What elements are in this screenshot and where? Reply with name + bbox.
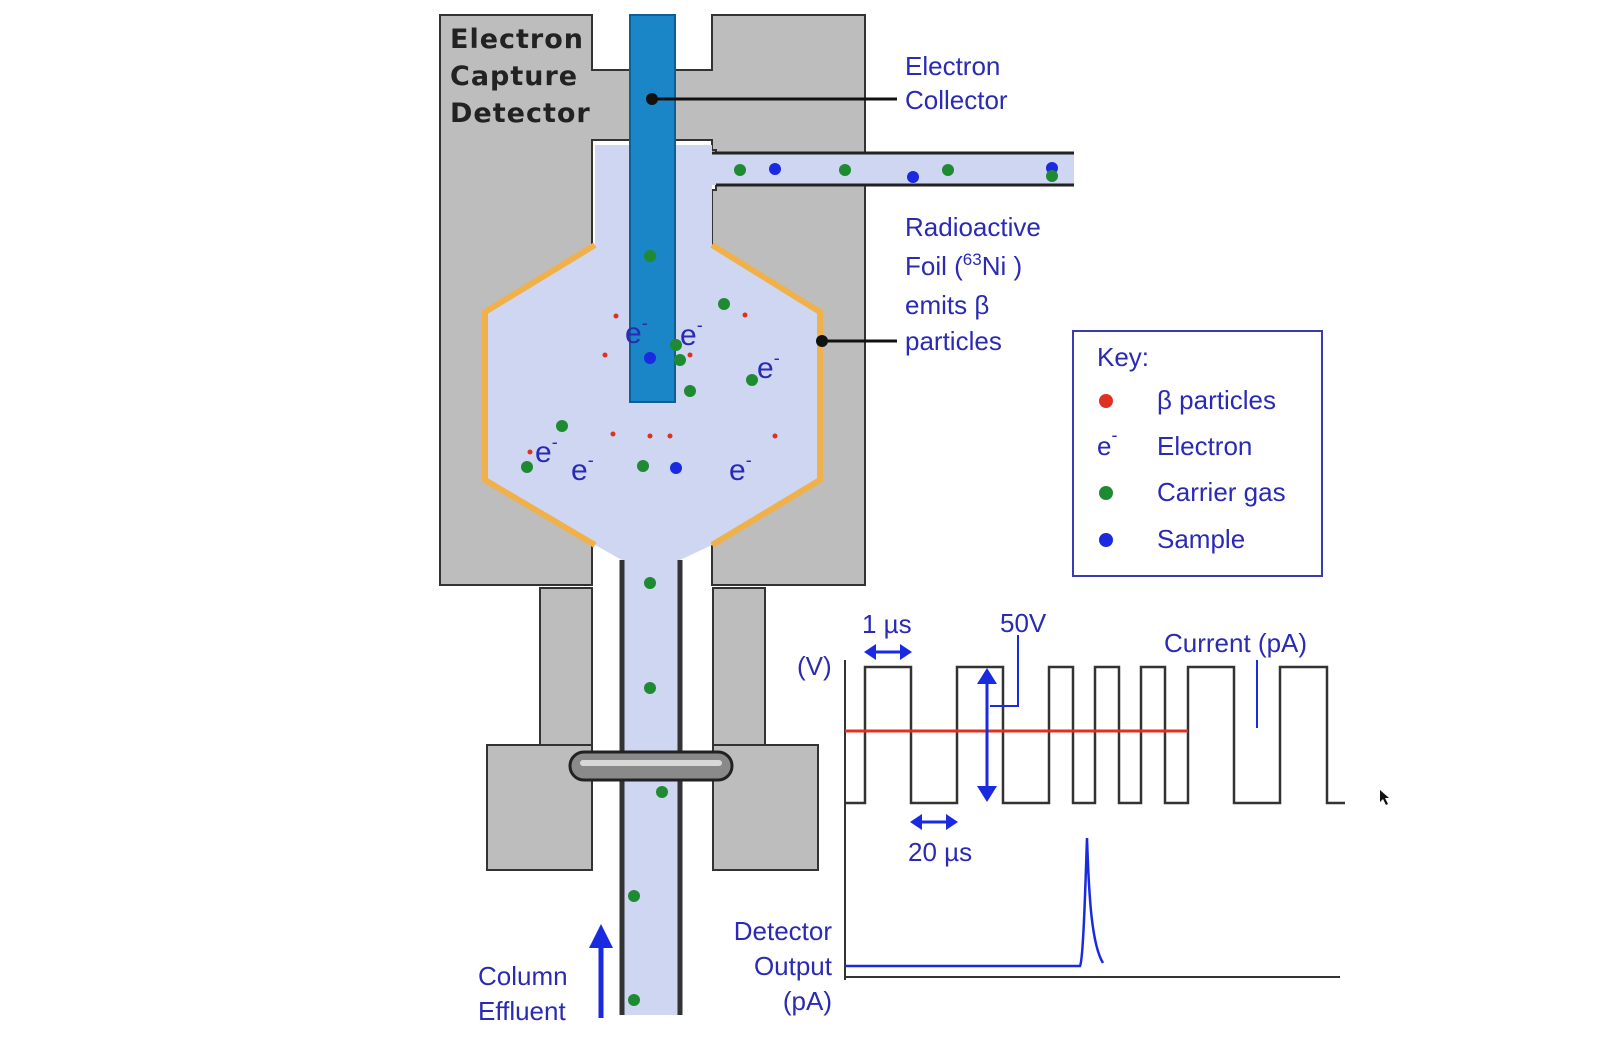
beta-particle [742, 312, 748, 318]
carrier-gas-particle [656, 786, 668, 798]
radioactive-foil-right [710, 242, 823, 548]
carrier-gas-particle [670, 339, 682, 351]
foil-label-4: particles [905, 326, 1002, 356]
carrier-gas-particle [684, 385, 696, 397]
beta-particle [613, 313, 619, 319]
carrier-gas-particle [1046, 170, 1058, 182]
carrier-gas-particle [734, 164, 746, 176]
output-ylabel-3: (pA) [783, 986, 832, 1016]
pulse-chart: (V) 1 µs 20 µs 50V Current (pA) [797, 608, 1345, 980]
legend-label-carrier: Carrier gas [1157, 477, 1286, 507]
legend-marker-carrier [1099, 486, 1113, 500]
output-signal [845, 837, 1105, 968]
carrier-gas-particle [637, 460, 649, 472]
right-arrow-icon [900, 644, 912, 660]
seal-ring-highlight [580, 760, 722, 766]
carrier-gas-particle [718, 298, 730, 310]
sample-particle [670, 462, 682, 474]
left-arrow-icon [864, 644, 876, 660]
collector-callout: Electron Collector [646, 51, 1008, 115]
beta-particle [667, 433, 673, 439]
title-line-1: Electron [450, 24, 584, 55]
beta-particle [647, 433, 653, 439]
legend-marker-sample [1099, 533, 1113, 547]
collector-label-2: Collector [905, 85, 1008, 115]
radioactive-foil-left [482, 242, 597, 548]
mouse-cursor-icon [1380, 790, 1389, 805]
neck-right [712, 587, 766, 747]
foil-label-1: Radioactive [905, 212, 1041, 242]
carrier-gas-particle [644, 250, 656, 262]
legend-box [1072, 330, 1323, 577]
carrier-gas-particle [628, 994, 640, 1006]
foil-label-2: Foil (63Ni ) [905, 250, 1022, 281]
beta-particle [610, 431, 616, 437]
electron-marker: e- [571, 450, 594, 487]
down-arrow-icon [977, 786, 997, 802]
legend-label-beta: β particles [1157, 385, 1276, 415]
output-ylabel-2: Output [754, 951, 833, 981]
foil-label-3: emits β [905, 290, 989, 320]
beta-particle [527, 449, 533, 455]
output-ylabel-1: Detector [734, 916, 833, 946]
carrier-gas-particle [674, 354, 686, 366]
legend: Key: β particles e- Electron Carrier gas… [1072, 330, 1323, 577]
carrier-gas-particle [746, 374, 758, 386]
detector-title: Electron Capture Detector [450, 24, 591, 129]
sample-particle [907, 171, 919, 183]
output-chart: Detector Output (pA) [734, 837, 1340, 1016]
carrier-gas-particle [839, 164, 851, 176]
beta-particle [772, 433, 778, 439]
carrier-gas-particle [556, 420, 568, 432]
legend-marker-beta [1099, 394, 1113, 408]
effluent-label-2: Effluent [478, 996, 566, 1026]
title-line-3: Detector [450, 98, 591, 129]
carrier-gas-particle [644, 682, 656, 694]
up-arrow-icon [977, 668, 997, 684]
carrier-gas-particle [644, 577, 656, 589]
gas-inlet-tube [712, 153, 1074, 185]
sample-particle [769, 163, 781, 175]
right-arrow-icon [946, 814, 958, 830]
carrier-gas-particle [628, 890, 640, 902]
current-label: Current (pA) [1164, 628, 1307, 658]
electron-collector-rod [629, 14, 676, 403]
amplitude-label: 50V [1000, 608, 1047, 638]
pulse-y-unit: (V) [797, 651, 832, 681]
effluent-callout: Column Effluent [478, 924, 613, 1026]
electron-marker: e- [729, 450, 752, 487]
electron-marker: e- [757, 348, 780, 385]
sample-particle [644, 352, 656, 364]
beta-particle [687, 352, 693, 358]
title-line-2: Capture [450, 61, 578, 92]
electrons: e- e- e- e- e- e- [535, 313, 780, 487]
carrier-gas-particle [942, 164, 954, 176]
beta-particle [602, 352, 608, 358]
amplitude-leader [990, 635, 1019, 707]
legend-label-sample: Sample [1157, 524, 1245, 554]
foil-callout: Radioactive Foil (63Ni ) emits β particl… [816, 212, 1041, 356]
left-arrow-icon [910, 814, 922, 830]
carrier-gas-particle [521, 461, 533, 473]
electron-marker: e- [625, 313, 648, 350]
width-label: 1 µs [862, 609, 912, 639]
electron-marker: e- [680, 315, 703, 352]
pulse-train [845, 665, 1345, 805]
gap-label: 20 µs [908, 837, 972, 867]
particles [521, 162, 1058, 1006]
legend-label-electron: Electron [1157, 431, 1252, 461]
legend-title: Key: [1097, 342, 1149, 372]
legend-marker-electron: e- [1097, 425, 1117, 461]
electron-marker: e- [535, 432, 558, 469]
effluent-label-1: Column [478, 961, 568, 991]
up-arrow-icon [589, 924, 613, 948]
neck-left [539, 587, 593, 747]
collector-label-1: Electron [905, 51, 1000, 81]
